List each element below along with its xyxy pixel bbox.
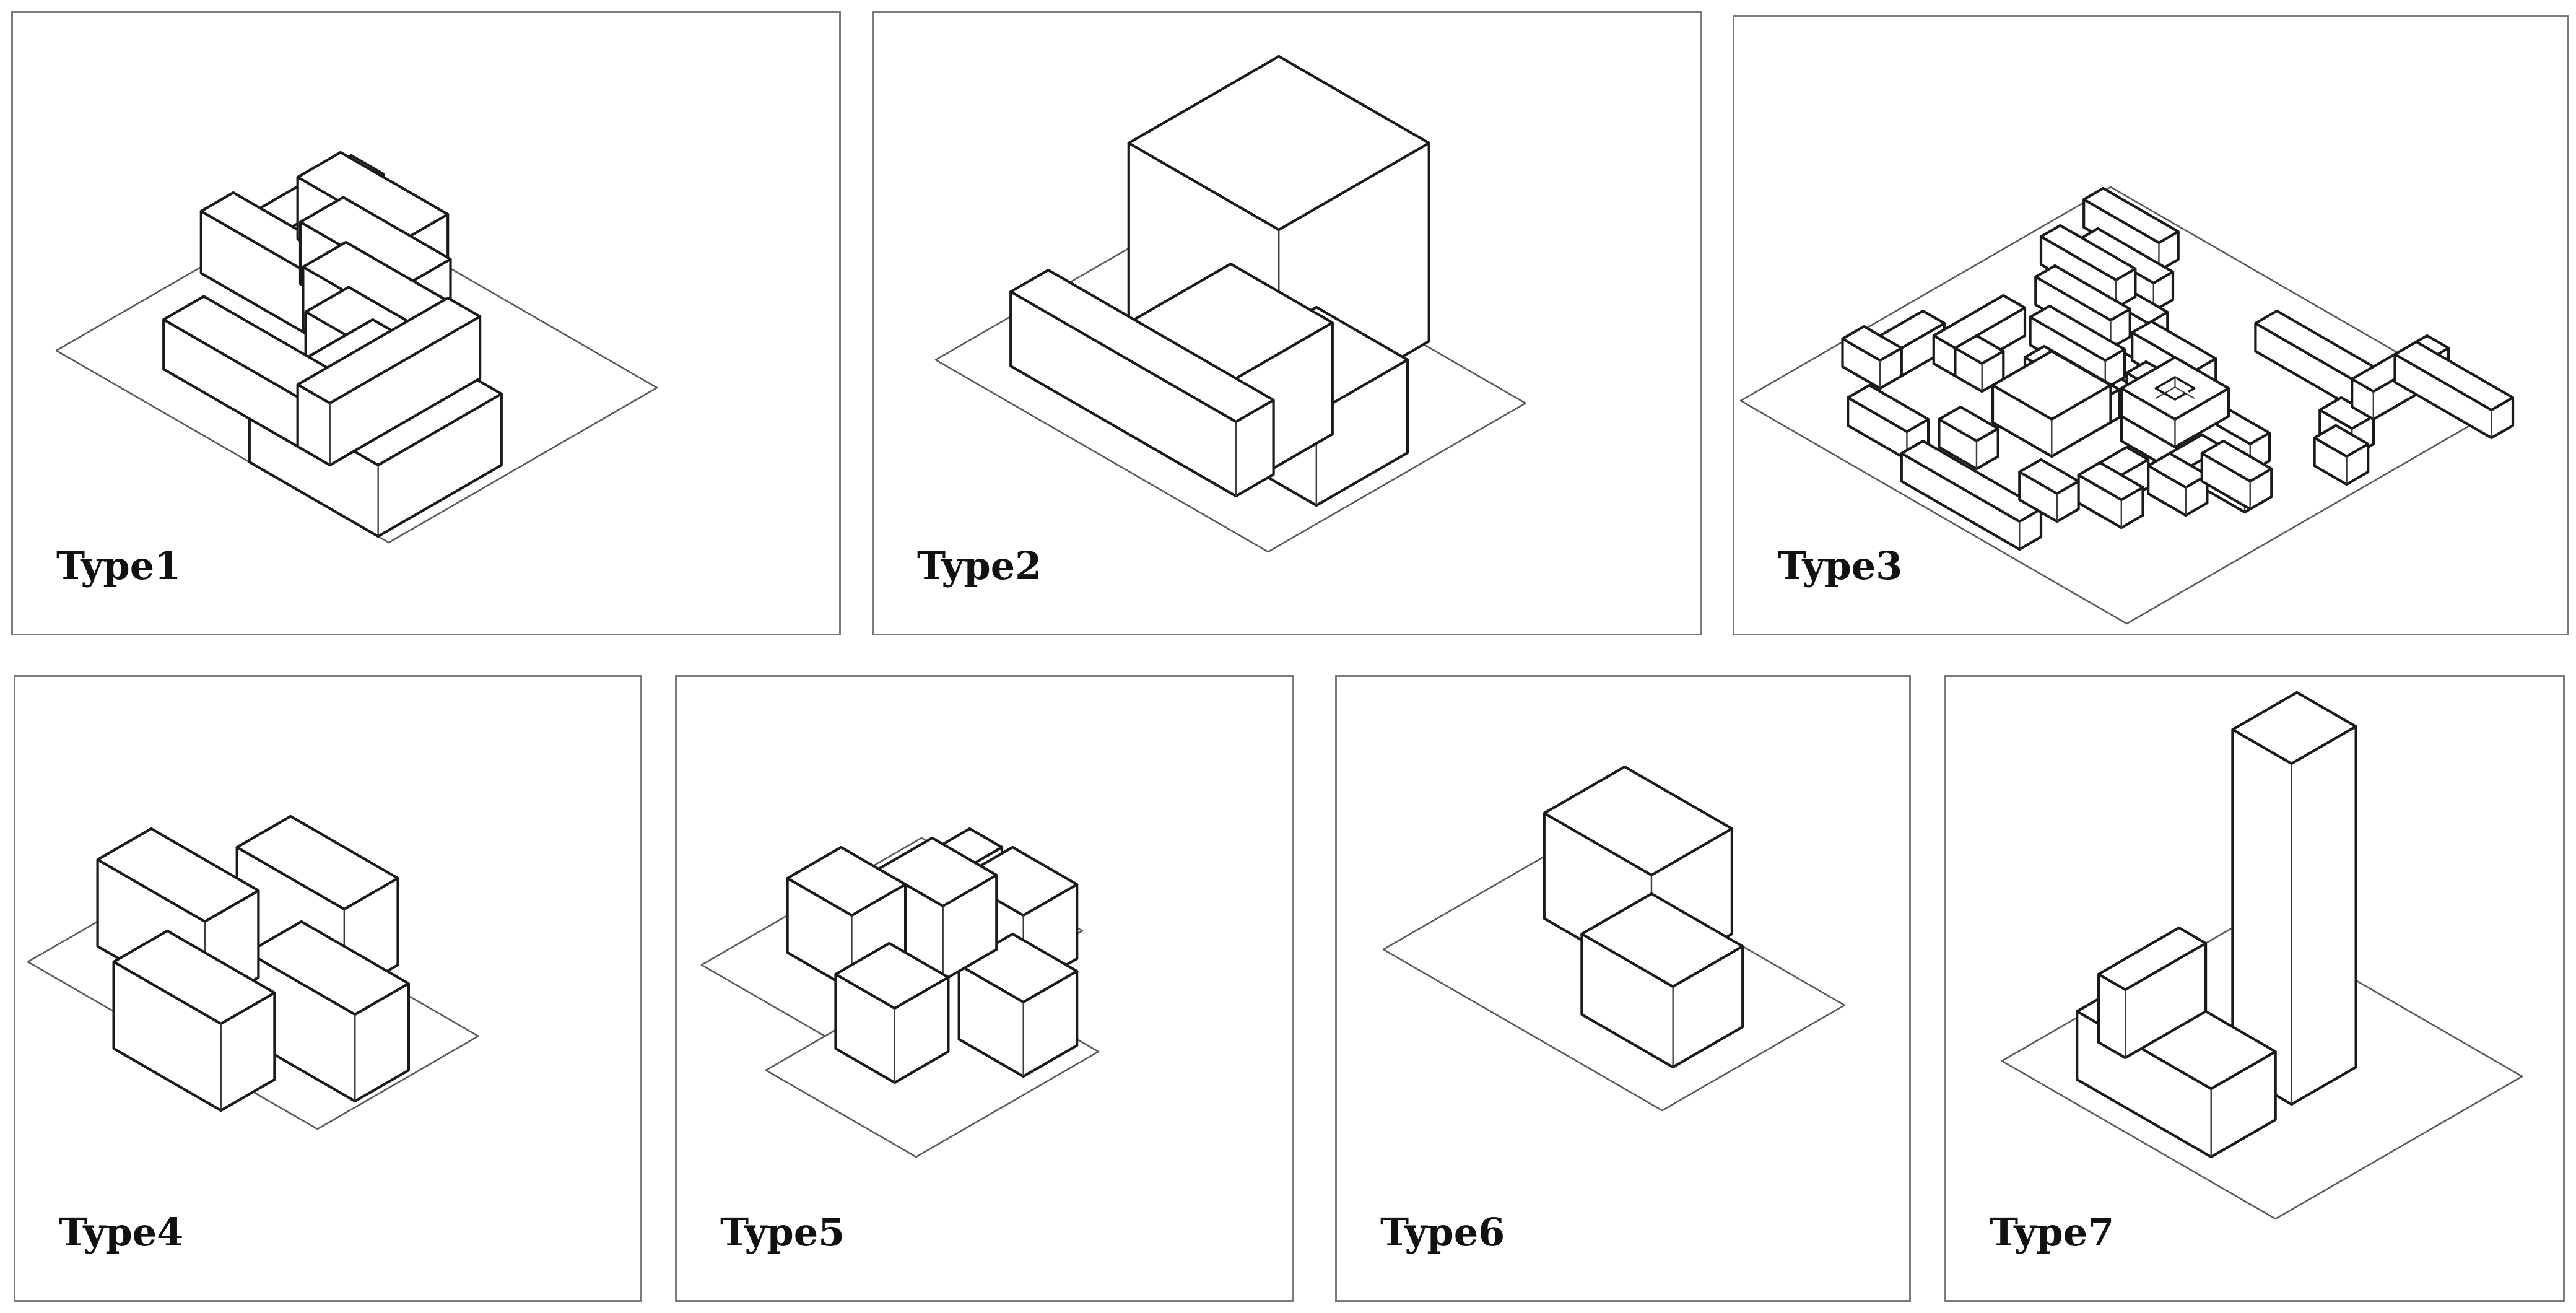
panel-label-type7: Type7	[1990, 1210, 2115, 1255]
type7-podium-wing	[2097, 926, 2208, 1060]
panel-label-type1: Type1	[56, 543, 181, 588]
type3-bar-6	[2034, 264, 2131, 350]
type3-l-west-part-2	[1841, 325, 1903, 390]
panel-type6: Type6	[1335, 675, 1911, 1302]
panel-label-type6: Type6	[1380, 1210, 1505, 1255]
panel-type1: Type1	[11, 11, 841, 635]
type5-diagram	[700, 827, 1100, 1158]
type1-l-long	[296, 296, 482, 467]
type3-l-west	[1841, 309, 1946, 390]
type3-diagram	[1739, 186, 2515, 625]
type3-l-southeast-part-2	[2077, 461, 2144, 530]
type4-block-right	[246, 920, 411, 1103]
panel-label-type2: Type2	[917, 543, 1042, 588]
type3-bar-east-3	[2313, 424, 2370, 486]
type5-block-front	[834, 941, 950, 1084]
panel-label-type4: Type4	[59, 1210, 184, 1255]
type5-block-right	[957, 932, 1079, 1078]
type1-diagram	[55, 150, 658, 544]
type3-courtyard-small	[2120, 356, 2230, 449]
panel-label-type3: Type3	[1778, 543, 1903, 588]
type3-l-northeast	[2351, 334, 2515, 440]
type3-bar-east-2	[2200, 439, 2273, 511]
panel-type5: Type5	[675, 675, 1294, 1302]
type2-long-bar	[1009, 268, 1275, 498]
type7-tower	[2231, 691, 2357, 1106]
type6-small-block	[1580, 892, 1744, 1069]
type2-diagram	[934, 55, 1526, 553]
type3-l-northeast-part-2	[2393, 340, 2515, 440]
type4-block-front	[112, 929, 276, 1112]
panel-type7: Type7	[1944, 675, 2565, 1302]
type5-block-mid	[877, 836, 998, 982]
type7-diagram	[2001, 691, 2523, 1220]
type3-square-block	[1991, 349, 2112, 458]
type3-long-bar-south	[1900, 439, 2043, 551]
type3-bar-south-2	[1938, 405, 1999, 471]
panel-label-type5: Type5	[720, 1210, 845, 1255]
panel-type3: Type3	[1733, 15, 2569, 635]
panel-type2: Type2	[872, 11, 1702, 635]
type3-l-east-part-2	[2147, 451, 2209, 517]
panel-type4: Type4	[14, 675, 642, 1302]
type6-diagram	[1382, 765, 1846, 1112]
type4-diagram	[27, 814, 479, 1130]
